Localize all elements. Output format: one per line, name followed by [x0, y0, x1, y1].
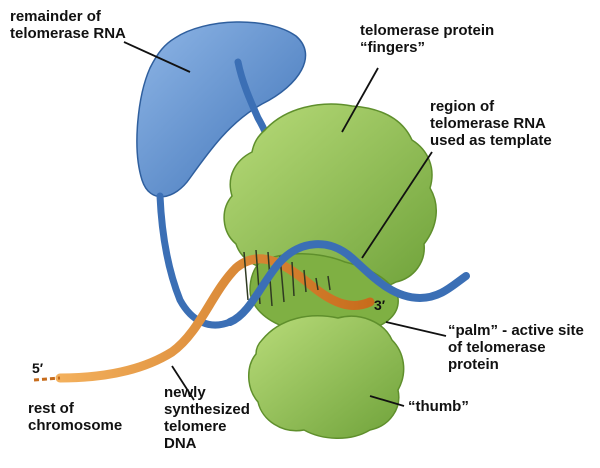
label-line: telomerase RNA [430, 115, 546, 132]
label-new-dna: newly synthesized telomere DNA [164, 384, 250, 452]
rna-strand-lower [156, 192, 234, 329]
label-line: telomere [164, 418, 227, 435]
label-line: region of [430, 98, 495, 115]
label-line: “thumb” [408, 398, 469, 415]
label-line: remainder of [10, 8, 101, 25]
label-line: “palm” - active site [448, 322, 584, 339]
label-thumb: “thumb” [408, 398, 469, 415]
label-line: telomerase protein [360, 22, 495, 39]
label-line: newly [164, 384, 206, 401]
dna-tail-dash [33, 376, 61, 382]
label-rest-chromosome: rest of chromosome [28, 400, 122, 434]
label-template-region: region of telomerase RNA used as templat… [430, 98, 552, 149]
pointer-palm [385, 321, 447, 337]
label-line: chromosome [28, 417, 123, 434]
pointer-fingers [341, 67, 379, 133]
label-line: telomerase RNA [10, 25, 126, 42]
thumb-protein [248, 315, 405, 439]
label-line: synthesized [164, 401, 250, 418]
pointer-lines [123, 41, 447, 407]
label-line: protein [448, 356, 499, 373]
label-palm: “palm” - active site of telomerase prote… [448, 322, 584, 373]
pointer-remainder [123, 41, 191, 73]
label-line: “fingers” [360, 39, 426, 56]
dna-helix-orange [55, 254, 375, 383]
label-line: DNA [164, 435, 197, 452]
pointer-new-dna [171, 365, 195, 401]
pointer-template [361, 151, 433, 259]
five-prime-label: 5′ [32, 360, 44, 376]
rna-blob [136, 21, 307, 198]
three-prime-label: 3′ [374, 297, 386, 313]
label-line: rest of [28, 400, 74, 417]
label-fingers: telomerase protein “fingers” [360, 22, 494, 56]
label-line: used as template [430, 132, 552, 149]
rna-helix-blue [226, 240, 470, 326]
pointer-thumb [369, 395, 405, 407]
label-remainder-rna: remainder of telomerase RNA [10, 8, 126, 42]
label-line: of telomerase [448, 339, 546, 356]
